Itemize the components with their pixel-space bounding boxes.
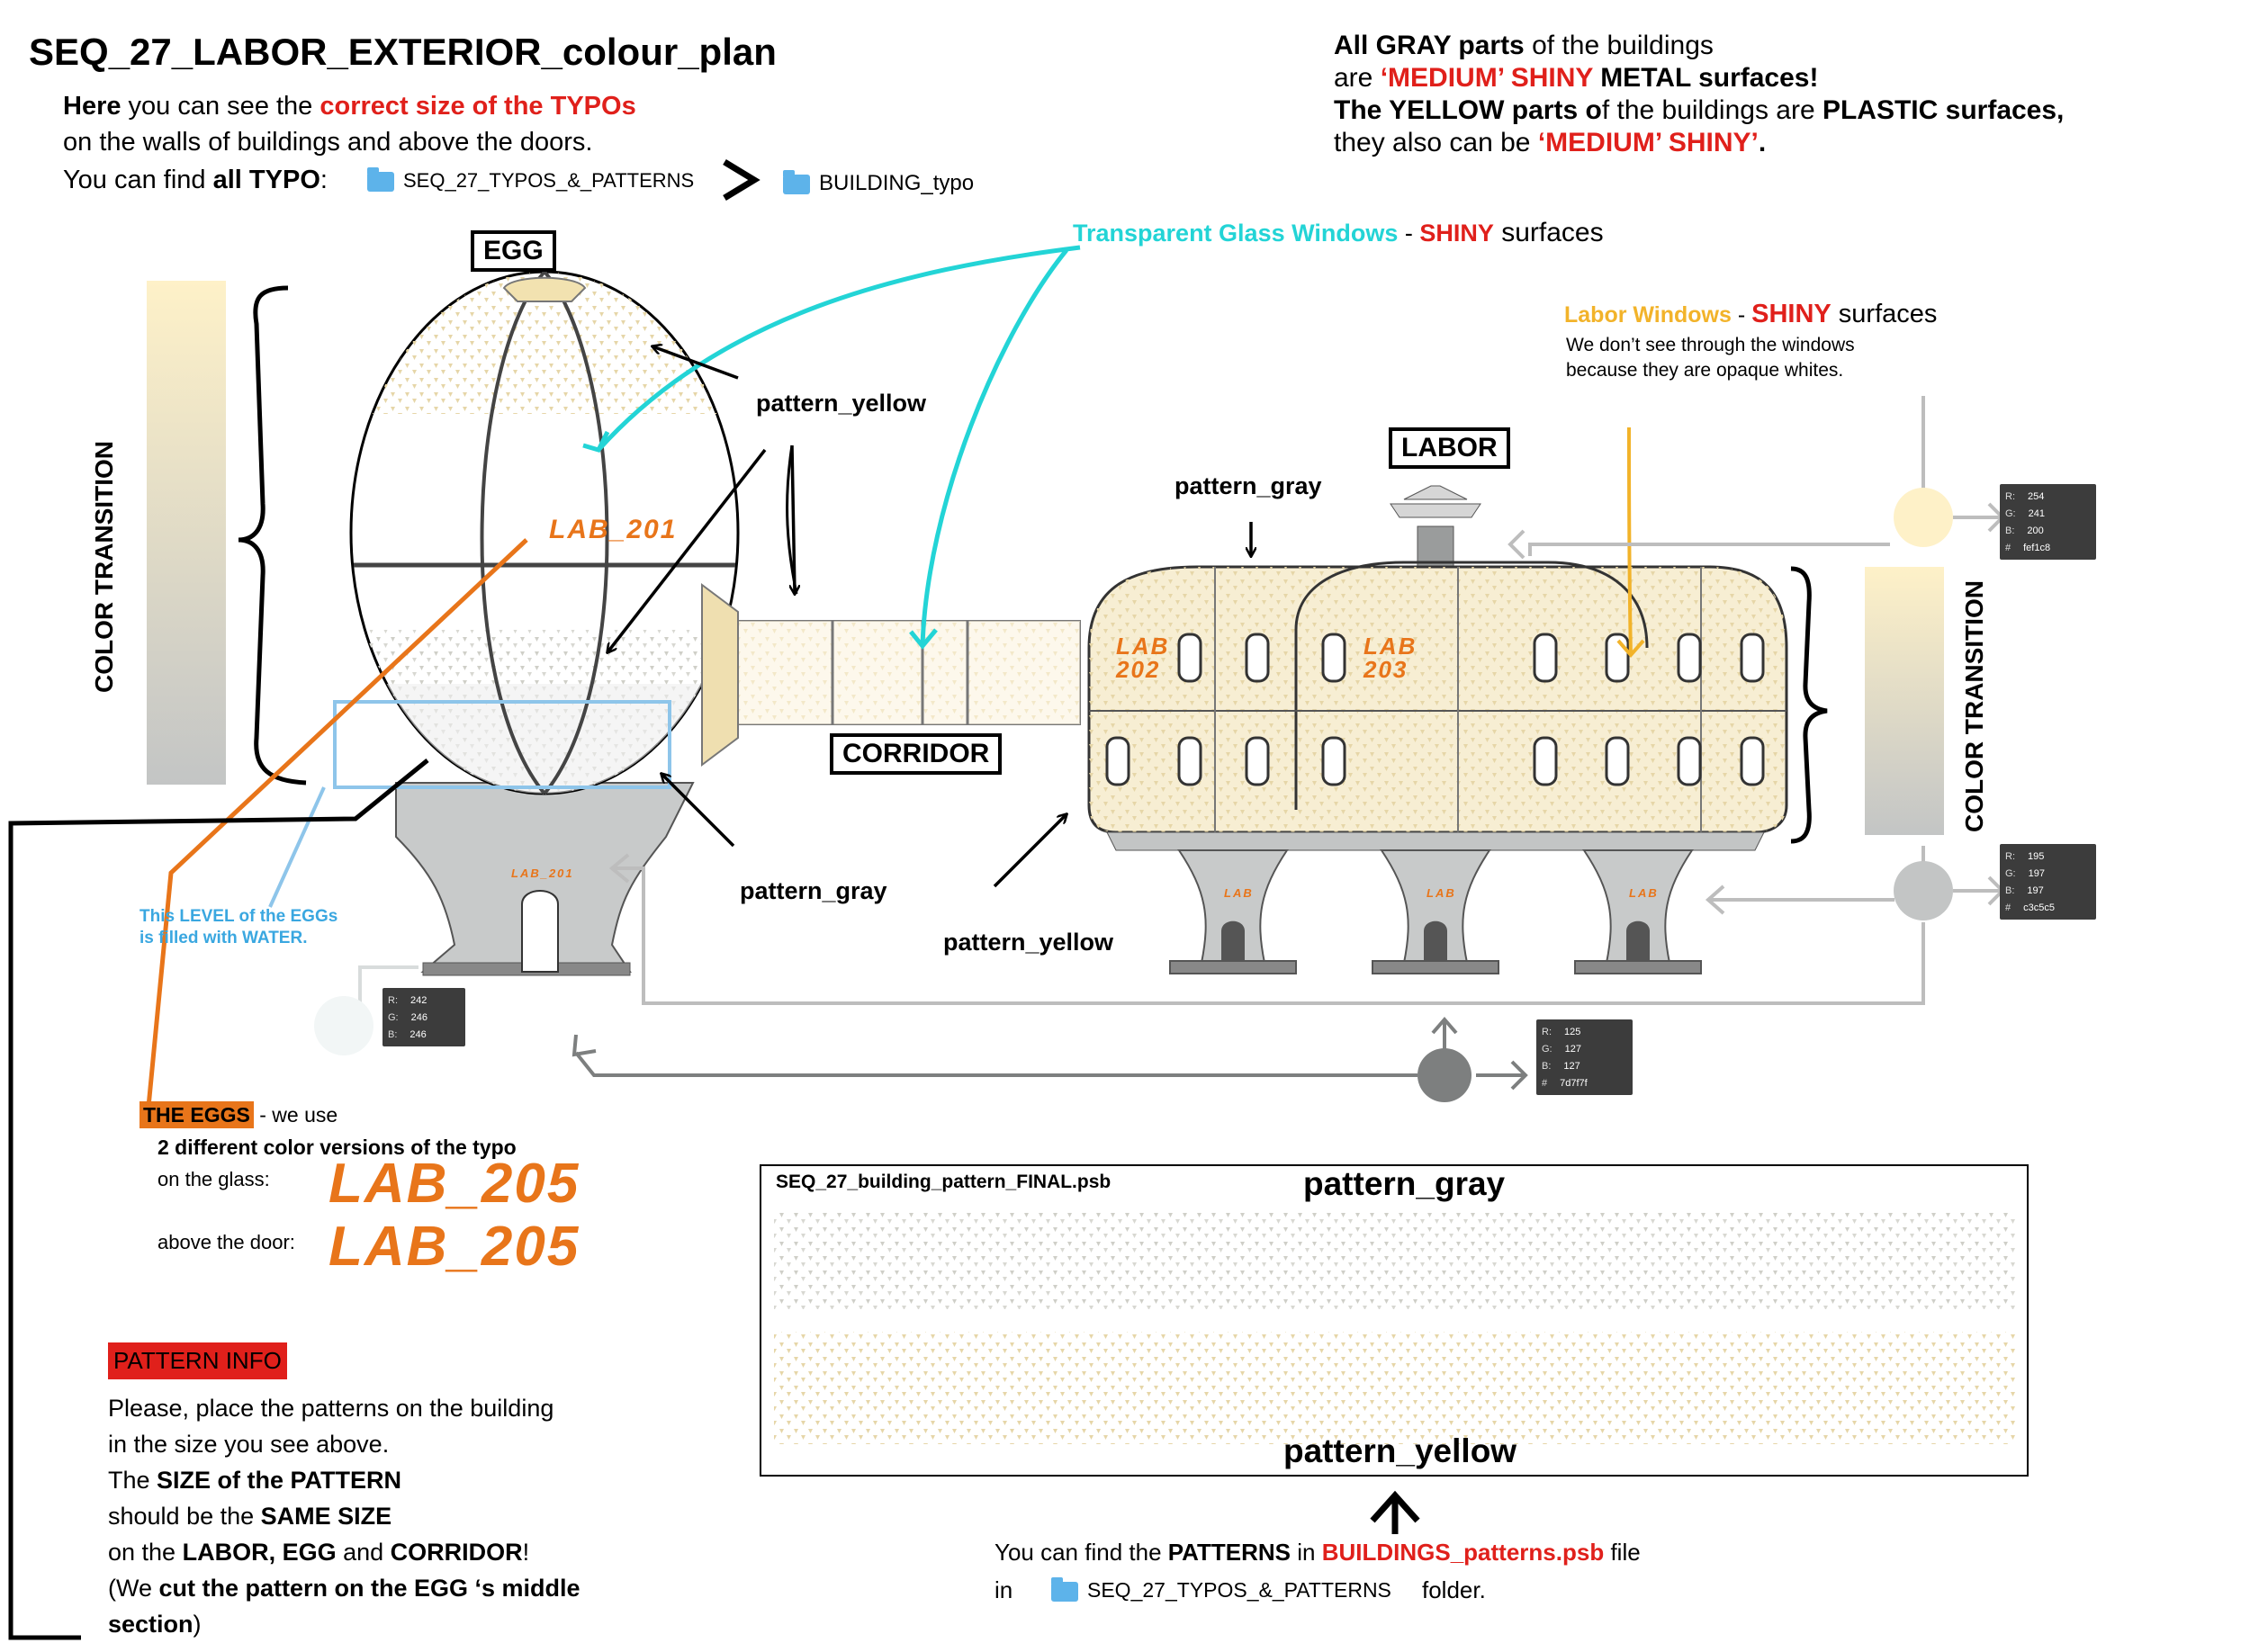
logo-lab-203: LAB 203 <box>1364 633 1418 683</box>
logo-egg-door: LAB_201 <box>511 866 574 880</box>
pattern-gray-title: pattern_gray <box>1303 1165 1506 1202</box>
folder-typos-patterns[interactable]: SEQ_27_TYPOS_&_PATTERNS <box>367 167 694 193</box>
color-transition-left: COLOR TRANSITION <box>90 441 118 693</box>
folder-icon <box>367 167 394 193</box>
labor-building <box>1087 485 1788 974</box>
pattern-info-line-5: on the LABOR, EGG and CORRIDOR! <box>108 1539 530 1566</box>
page-title: SEQ_27_LABOR_EXTERIOR_colour_plan <box>29 31 777 73</box>
label-pattern-gray-labor: pattern_gray <box>1174 472 1322 499</box>
intro-line-3: You can find all TYPO: <box>63 166 328 194</box>
intro-line-1: Here you can see the correct size of the… <box>63 92 636 121</box>
swatch-circle-gray <box>1894 861 1953 920</box>
swatch-panel-water: R:242 G:246 B:246 <box>382 988 465 1046</box>
glass-windows-note: Transparent Glass Windows - SHINY surfac… <box>1073 218 1604 247</box>
labor-windows-note: Labor Windows - SHINY surfaces <box>1564 300 1938 328</box>
eggs-heading: THE EGGS - we use <box>140 1101 338 1128</box>
color-transition-right: COLOR TRANSITION <box>1960 580 1988 832</box>
footer-line-1: You can find the PATTERNS in BUILDINGS_p… <box>994 1539 1641 1566</box>
eggs-line-3: on the glass: <box>158 1168 270 1190</box>
swatch-panel-yellow: R:254 G:241 B:200 #fef1c8 <box>2000 484 2096 560</box>
folder-icon <box>783 169 810 194</box>
logo-lab-205-door: LAB_205 <box>328 1216 580 1278</box>
pattern-info-line-4: should be the SAME SIZE <box>108 1503 392 1530</box>
pattern-info-line-2: in the size you see above. <box>108 1431 390 1458</box>
orange-leader <box>146 538 528 1108</box>
materials-line-4: they also can be ‘MEDIUM’ SHINY’. <box>1334 128 1767 157</box>
logo-lab-202: LAB 202 <box>1116 633 1170 683</box>
water-note-2: is filled with WATER. <box>140 929 308 947</box>
cyan-arrow-corridor <box>920 248 1068 647</box>
footer-line-2: in <box>994 1576 1013 1603</box>
swatch-circle-dark <box>1418 1048 1472 1102</box>
pattern-file-name: SEQ_27_building_pattern_FINAL.psb <box>776 1172 1112 1192</box>
eggs-line-4: above the door: <box>158 1231 295 1253</box>
label-pattern-yellow-labor: pattern_yellow <box>943 929 1114 956</box>
water-level-box <box>333 700 671 789</box>
cyan-arrow-egg <box>597 245 1081 452</box>
brace-egg <box>238 285 307 786</box>
pattern-info-line-3: The SIZE of the PATTERN <box>108 1467 402 1494</box>
materials-line-3: The YELLOW parts of the buildings are PL… <box>1334 95 2065 125</box>
brace-labor <box>1790 566 1828 844</box>
pattern-info-line-6: (We cut the pattern on the EGG ‘s middle <box>108 1575 580 1602</box>
logo-leg-203: LAB <box>1426 886 1456 900</box>
labor-note-1: We don’t see through the windows <box>1566 335 1855 355</box>
gold-arrow <box>1627 426 1633 656</box>
label-corridor: CORRIDOR <box>830 733 1003 775</box>
intro-line-2: on the walls of buildings and above the … <box>63 128 593 157</box>
materials-line-1: All GRAY parts of the buildings <box>1334 31 1714 60</box>
footer-folder[interactable]: SEQ_27_TYPOS_&_PATTERNS <box>1051 1576 1391 1603</box>
footer-line-2-end: folder. <box>1422 1576 1486 1603</box>
pattern-info-line-1: Please, place the patterns on the buildi… <box>108 1395 554 1422</box>
folder-building-typo[interactable]: BUILDING_typo <box>783 169 974 196</box>
folder-icon <box>1051 1576 1078 1602</box>
swatch-panel-dark: R:125 G:127 B:127 #7d7f7f <box>1536 1019 1633 1095</box>
water-note-1: This LEVEL of the EGGs <box>140 907 338 926</box>
black-leader <box>8 759 429 1640</box>
eggs-line-2: 2 different color versions of the typo <box>158 1136 517 1159</box>
logo-lab-205-glass: LAB_205 <box>328 1153 580 1215</box>
pattern-info-heading: PATTERN INFO <box>108 1342 287 1379</box>
materials-line-2: are ‘MEDIUM’ SHINY METAL surfaces! <box>1334 63 1819 93</box>
corridor-building <box>701 583 1081 767</box>
labor-note-2: because they are opaque whites. <box>1566 360 1844 381</box>
label-pattern-gray-egg: pattern_gray <box>740 877 887 904</box>
logo-leg-202: LAB <box>1224 886 1254 900</box>
label-egg: EGG <box>471 230 556 272</box>
label-pattern-yellow-egg: pattern_yellow <box>756 390 927 417</box>
color-transition-bar-right <box>1865 567 1944 835</box>
swatch-circle-water <box>314 996 374 1055</box>
color-transition-bar-left <box>147 281 226 785</box>
pattern-info-line-7: section) <box>108 1611 202 1638</box>
pattern-yellow-title: pattern_yellow <box>1283 1432 1517 1469</box>
label-labor: LABOR <box>1389 427 1510 469</box>
logo-egg-glass: LAB_201 <box>549 515 678 544</box>
swatch-circle-yellow <box>1894 488 1953 547</box>
swatch-panel-gray: R:195 G:197 B:197 #c3c5c5 <box>2000 844 2096 920</box>
logo-leg-204: LAB <box>1629 886 1659 900</box>
